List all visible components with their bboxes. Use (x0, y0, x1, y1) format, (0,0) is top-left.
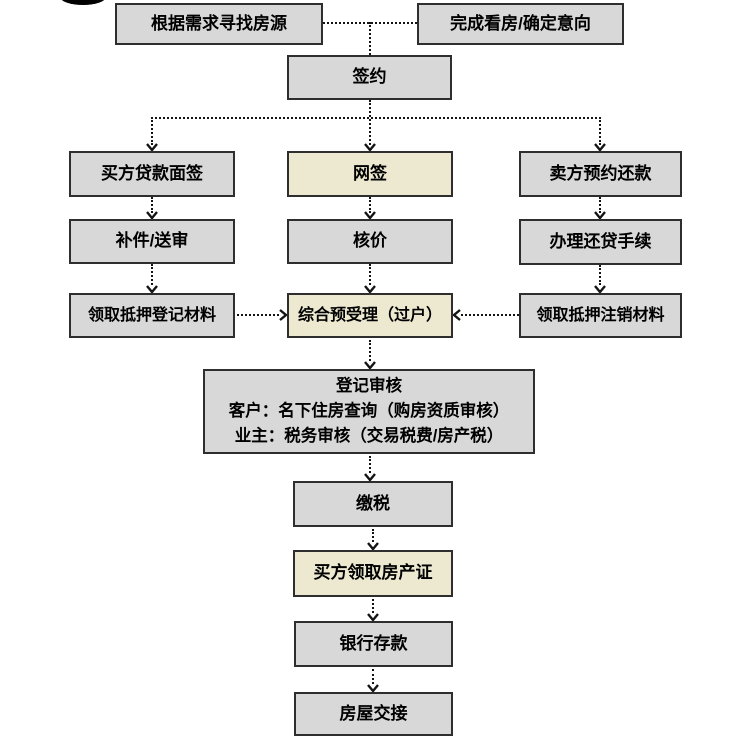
node-registration-review: 登记审核 客户：名下住房查询（购房资质审核） 业主：税务审核（交易税费/房产税） (203, 369, 535, 454)
node-bank-deposit: 银行存款 (294, 621, 453, 667)
registration-review-line2: 客户：名下住房查询（购房资质审核） (228, 402, 510, 420)
connector-branch-left (151, 117, 153, 145)
arrowhead-down-icon (364, 361, 376, 369)
node-buyer-get-certificate: 买方领取房产证 (293, 550, 453, 597)
connector-supplement-to-materials (151, 264, 153, 285)
connector-acceptance-to-review (369, 340, 371, 361)
arrowhead-down-icon (594, 285, 606, 293)
arrowhead-right-icon (279, 309, 287, 321)
connector-repay-appt-to-procedure (599, 197, 601, 213)
connector-top-to-sign (369, 22, 371, 55)
arrowhead-down-icon (364, 473, 376, 481)
connector-price-to-acceptance (369, 264, 371, 285)
node-seller-repay-appointment: 卖方预约还款 (519, 151, 682, 197)
connector-sign-to-online-signing (369, 100, 371, 145)
connector-online-signing-to-price (369, 197, 371, 213)
connector-cancel-materials-to-acceptance (461, 314, 519, 316)
node-online-signing: 网签 (287, 151, 453, 197)
arrowhead-down-icon (146, 211, 158, 219)
node-price-verification: 核价 (287, 219, 453, 264)
registration-review-line1: 登记审核 (336, 377, 402, 395)
connector-deposit-to-handover (372, 669, 374, 684)
connector-certificate-to-deposit (372, 599, 374, 613)
node-pay-tax: 缴税 (293, 481, 453, 527)
node-comprehensive-acceptance: 综合预受理（过户） (287, 293, 453, 338)
node-confirm-intent: 完成看房/确定意向 (417, 3, 624, 45)
node-buyer-loan-interview: 买方贷款面签 (69, 151, 235, 197)
arrowhead-down-icon (367, 684, 379, 692)
arrowhead-down-icon (594, 211, 606, 219)
connector-interview-to-supplement (151, 197, 153, 213)
registration-review-line3: 业主：税务审核（交易税费/房产税） (234, 427, 504, 445)
arrowhead-down-icon (594, 143, 606, 151)
arrowhead-down-icon (367, 542, 379, 550)
connector-branch-splitter (151, 117, 601, 119)
connector-materials-to-acceptance (237, 314, 279, 316)
node-loan-repayment-procedure: 办理还贷手续 (519, 219, 682, 265)
connector-procedure-to-cancel-materials (599, 265, 601, 285)
arrowhead-down-icon (364, 211, 376, 219)
arrowhead-down-icon (364, 143, 376, 151)
arrowhead-down-icon (364, 285, 376, 293)
connector-branch-right (599, 117, 601, 145)
partial-circle-decoration (60, 0, 106, 5)
arrowhead-down-icon (146, 143, 158, 151)
node-sign-contract: 签约 (287, 55, 452, 100)
node-supplement-review: 补件/送审 (69, 219, 235, 264)
node-mortgage-cancellation-materials: 领取抵押注销材料 (519, 293, 682, 338)
node-house-handover: 房屋交接 (294, 692, 453, 736)
node-find-listing: 根据需求寻找房源 (115, 3, 323, 45)
arrowhead-down-icon (367, 613, 379, 621)
node-mortgage-registration-materials: 领取抵押登记材料 (69, 293, 235, 338)
connector-review-to-tax (369, 456, 371, 473)
connector-tax-to-certificate (372, 529, 374, 542)
arrowhead-left-icon (453, 309, 461, 321)
arrowhead-down-icon (146, 285, 158, 293)
